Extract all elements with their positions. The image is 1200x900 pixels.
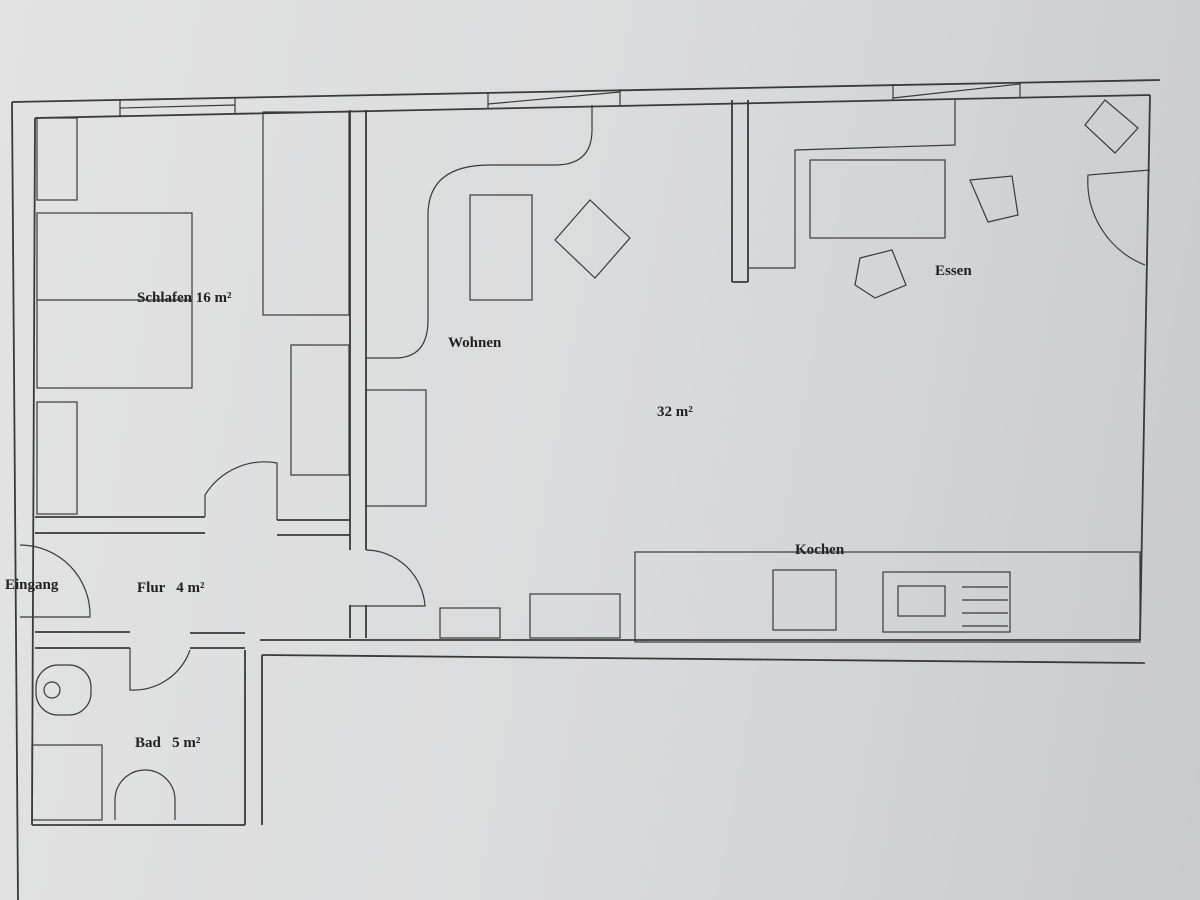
bedside-table xyxy=(36,401,78,515)
sofa xyxy=(366,105,593,359)
sink xyxy=(882,571,1011,633)
label-essen: Essen xyxy=(935,263,972,279)
plant xyxy=(1084,99,1139,154)
interior-walls xyxy=(35,100,749,649)
windows xyxy=(119,82,1021,116)
label-wohnen-area: 32 m² xyxy=(657,404,693,420)
shower xyxy=(31,744,103,821)
armchair xyxy=(554,199,631,279)
cabinet xyxy=(529,593,621,639)
dining-table xyxy=(809,159,946,239)
coffee-table xyxy=(469,194,533,301)
label-wohnen: Wohnen xyxy=(448,335,502,351)
washbasin xyxy=(114,769,176,820)
label-bad: Bad 5 m² xyxy=(135,735,201,751)
doors xyxy=(19,169,1151,691)
furniture xyxy=(31,99,1141,821)
label-kochen: Kochen xyxy=(795,542,845,558)
kitchen-counter xyxy=(634,551,1141,643)
stove xyxy=(772,569,837,631)
bedside-table xyxy=(36,117,78,201)
outer-walls xyxy=(11,79,1161,900)
bench xyxy=(748,100,956,269)
wardrobe xyxy=(262,111,350,316)
shelf xyxy=(365,389,427,507)
toilet xyxy=(35,664,92,716)
desk xyxy=(290,344,350,476)
chair xyxy=(969,175,1019,223)
label-flur: Flur 4 m² xyxy=(137,580,205,596)
label-schlafen: Schlafen 16 m² xyxy=(137,290,232,306)
label-eingang: Eingang xyxy=(5,577,59,593)
cabinet xyxy=(439,607,501,639)
chair xyxy=(854,249,907,299)
